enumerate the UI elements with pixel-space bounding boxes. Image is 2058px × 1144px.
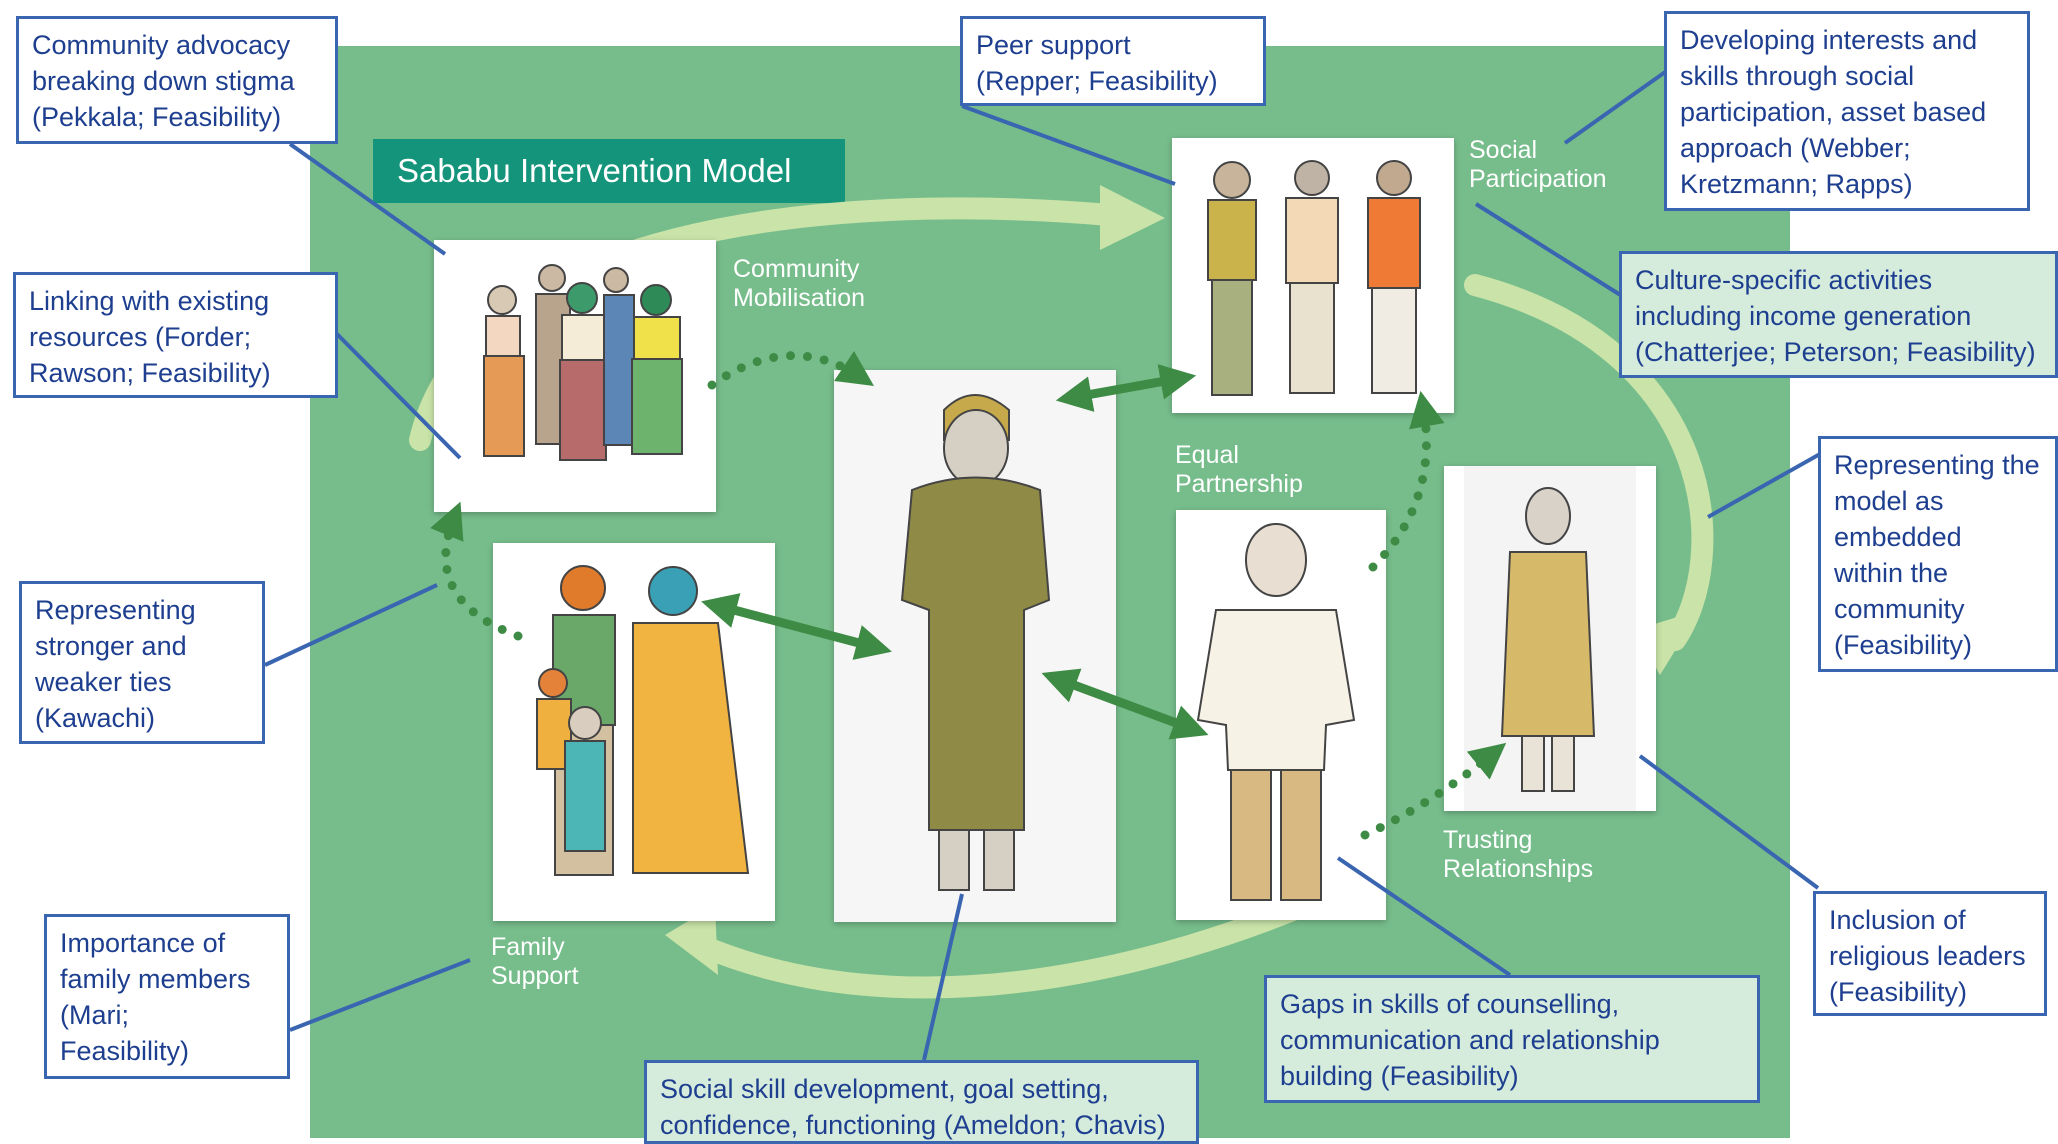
note-developing-interests: Developing interests and skills through … <box>1664 11 2030 211</box>
central-woman-sketch <box>834 370 1116 922</box>
religious-leader-sketch <box>1444 466 1656 811</box>
stage-label-family-support: Family Support <box>491 933 579 990</box>
family-group-sketch <box>493 543 775 921</box>
stage-label-community-mobilisation: Community Mobilisation <box>733 255 866 312</box>
community-group-sketch <box>434 240 716 512</box>
note-religious-leaders: Inclusion of religious leaders (Feasibil… <box>1813 891 2047 1016</box>
note-linking-resources: Linking with existing resources (Forder;… <box>13 272 338 398</box>
model-title: Sababu Intervention Model <box>373 139 845 203</box>
peer-group-sketch <box>1172 138 1454 413</box>
note-stronger-weaker-ties: Representing stronger and weaker ties (K… <box>19 581 265 744</box>
stage-label-social-participation: Social Participation <box>1469 136 1607 193</box>
stage-label-equal-partnership: Equal Partnership <box>1175 441 1303 498</box>
note-culture-specific: Culture-specific activities including in… <box>1619 251 2058 378</box>
counsellor-man-sketch <box>1176 510 1386 920</box>
note-representing-embedded: Representing the model as embedded withi… <box>1818 436 2058 672</box>
stage-label-trusting-relationships: Trusting Relationships <box>1443 826 1594 883</box>
note-social-skill-development: Social skill development, goal setting, … <box>644 1060 1199 1144</box>
note-family-members: Importance of family members (Mari; Feas… <box>44 914 290 1079</box>
note-peer-support: Peer support (Repper; Feasibility) <box>960 16 1266 106</box>
note-community-advocacy: Community advocacy breaking down stigma … <box>16 16 338 144</box>
note-counselling-gaps: Gaps in skills of counselling, communica… <box>1264 975 1760 1103</box>
